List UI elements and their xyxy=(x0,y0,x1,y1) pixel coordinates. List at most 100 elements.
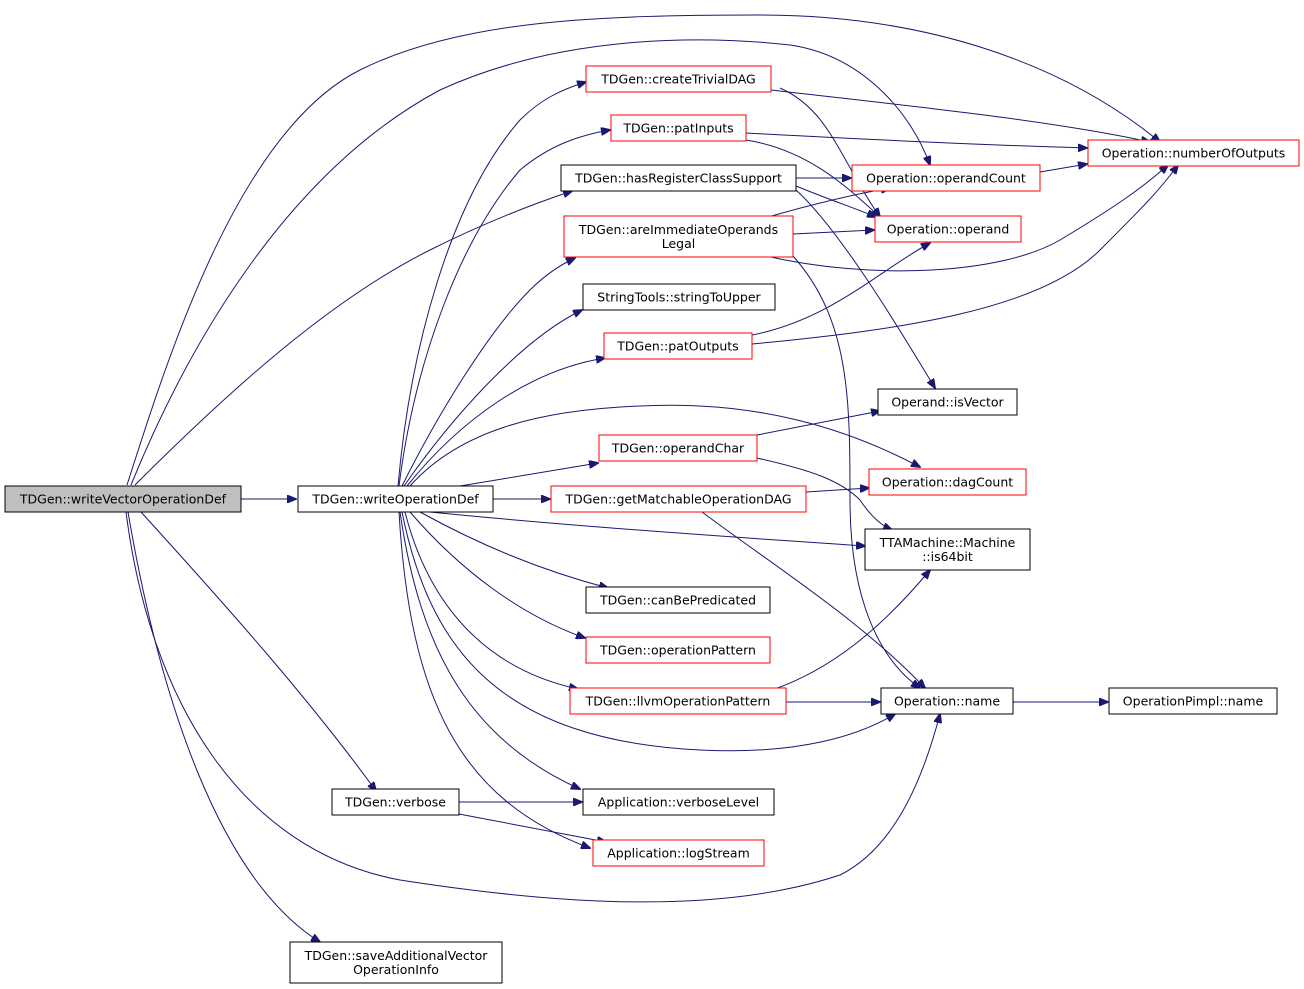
node-label: Application::logStream xyxy=(607,846,750,861)
edge-createtrivialdag-to-operand xyxy=(779,87,880,217)
node-label: TDGen::getMatchableOperationDAG xyxy=(564,492,791,507)
node-box xyxy=(569,687,787,715)
node-op-pimpl-name[interactable]: OperationPimpl::name xyxy=(1108,687,1278,715)
node-label: ::is64bit xyxy=(922,549,973,564)
edge-patinputs-to-operand xyxy=(745,139,880,217)
node-label: TDGen::hasRegisterClassSupport xyxy=(574,171,782,186)
edge-writevector-to-numberofoutputs xyxy=(126,14,1160,486)
node-number-of-outputs[interactable]: Operation::numberOfOutputs xyxy=(1087,139,1300,167)
node-log-stream[interactable]: Application::logStream xyxy=(592,839,765,867)
node-box xyxy=(851,164,1041,192)
edge-verbose-to-logstream xyxy=(458,813,606,842)
edge-writeop-to-operandchar xyxy=(459,463,598,487)
node-label: TDGen::areImmediateOperands xyxy=(578,222,778,237)
node-pat-inputs[interactable]: TDGen::patInputs xyxy=(610,114,747,142)
edge-writeop-to-dagcount xyxy=(409,404,920,487)
node-create-trivial-d-a-g[interactable]: TDGen::createTrivialDAG xyxy=(585,65,772,93)
edge-hasregister-to-operand xyxy=(795,185,876,217)
edge-operandchar-to-isvector xyxy=(756,411,880,436)
node-box xyxy=(582,788,775,816)
node-has-register-class-support[interactable]: TDGen::hasRegisterClassSupport xyxy=(560,164,797,192)
edge-writeop-to-is64bit xyxy=(429,511,865,546)
node-label: OperationPimpl::name xyxy=(1123,694,1264,709)
node-label: Operation::operand xyxy=(887,222,1010,237)
node-label: TDGen::llvmOperationPattern xyxy=(585,694,771,709)
node-box xyxy=(331,788,460,816)
node-box xyxy=(1087,139,1300,167)
edge-writevector-to-saveadditional xyxy=(127,511,320,942)
node-operand[interactable]: Operation::operand xyxy=(874,215,1022,243)
edge-writevector-to-opname xyxy=(125,511,940,903)
node-write-vector-operation-def[interactable]: TDGen::writeVectorOperationDef xyxy=(4,485,242,513)
node-box xyxy=(1108,687,1278,715)
node-string-to-upper[interactable]: StringTools::stringToUpper xyxy=(582,283,776,311)
edge-writeop-to-opname xyxy=(401,511,895,752)
node-label: TDGen::operandChar xyxy=(611,441,745,456)
node-box xyxy=(4,485,242,513)
node-label: Operation::name xyxy=(894,694,1000,709)
node-label: TDGen::patInputs xyxy=(622,121,733,136)
node-box xyxy=(592,839,765,867)
edge-writeop-to-createtrivialdag xyxy=(397,82,586,487)
edge-writevector-to-hasregisterclasssupport xyxy=(134,191,572,486)
edge-writeop-to-llvmoperationpattern xyxy=(404,511,578,689)
node-operand-count[interactable]: Operation::operandCount xyxy=(851,164,1041,192)
node-write-operation-def[interactable]: TDGen::writeOperationDef xyxy=(297,485,494,513)
node-label: Operand::isVector xyxy=(891,395,1004,410)
node-box xyxy=(289,941,503,984)
node-operation-pattern[interactable]: TDGen::operationPattern xyxy=(585,636,771,664)
node-box xyxy=(560,164,797,192)
node-label: OperationInfo xyxy=(353,962,439,977)
edge-getmatchable-to-dagcount xyxy=(805,488,869,492)
node-verbose-level[interactable]: Application::verboseLevel xyxy=(582,788,775,816)
edge-llvmpattern-to-is64bit xyxy=(771,570,930,691)
edge-writeop-to-operationpattern xyxy=(409,511,585,638)
edge-operandcount-to-numberofoutputs xyxy=(1039,164,1087,173)
node-get-matchable[interactable]: TDGen::getMatchableOperationDAG xyxy=(550,485,807,513)
node-label: StringTools::stringToUpper xyxy=(597,290,761,305)
edge-createtrivialdag-to-numberofoutputs xyxy=(770,89,1150,142)
node-label: TDGen::createTrivialDAG xyxy=(600,72,756,87)
node-label: TDGen::operationPattern xyxy=(599,643,756,658)
edge-patoutputs-to-operand xyxy=(751,243,930,336)
node-box xyxy=(582,283,776,311)
node-box xyxy=(880,687,1014,715)
node-label: Operation::numberOfOutputs xyxy=(1102,146,1286,161)
edge-writevector-to-verbose xyxy=(140,511,376,791)
node-can-be-predicated[interactable]: TDGen::canBePredicated xyxy=(585,586,771,614)
node-box xyxy=(610,114,747,142)
edge-getmatchable-to-opname xyxy=(701,511,925,688)
node-label: Application::verboseLevel xyxy=(598,795,759,810)
node-box xyxy=(864,528,1031,571)
edge-writeop-to-logstream xyxy=(398,511,590,848)
node-box xyxy=(603,332,753,360)
call-edges xyxy=(125,14,1178,942)
node-box xyxy=(585,65,772,93)
node-box xyxy=(598,434,758,462)
node-label: TDGen::verbose xyxy=(344,795,446,810)
node-operand-char[interactable]: TDGen::operandChar xyxy=(598,434,758,462)
node-box xyxy=(585,586,771,614)
call-graph-nodes: TDGen::writeVectorOperationDef TDGen::wri… xyxy=(4,65,1300,984)
node-box xyxy=(585,636,771,664)
edge-writeop-to-areimmediate xyxy=(401,258,575,487)
node-box xyxy=(297,485,494,513)
edge-writevector-to-operandcount xyxy=(130,39,930,486)
node-label: TTAMachine::Machine xyxy=(879,535,1016,550)
node-label: Operation::dagCount xyxy=(882,475,1013,490)
node-pat-outputs[interactable]: TDGen::patOutputs xyxy=(603,332,753,360)
node-llvm-operation-pattern[interactable]: TDGen::llvmOperationPattern xyxy=(569,687,787,715)
node-dag-count[interactable]: Operation::dagCount xyxy=(868,468,1027,496)
edge-writeop-to-patoutputs xyxy=(406,358,605,487)
node-label: TDGen::writeOperationDef xyxy=(311,492,479,507)
node-op-name[interactable]: Operation::name xyxy=(880,687,1014,715)
node-is64bit[interactable]: TTAMachine::Machine::is64bit xyxy=(864,528,1031,571)
node-is-vector[interactable]: Operand::isVector xyxy=(877,388,1018,416)
node-label: TDGen::patOutputs xyxy=(616,339,738,354)
edge-areimmediate-to-operandcount xyxy=(767,188,890,218)
node-verbose[interactable]: TDGen::verbose xyxy=(331,788,460,816)
edge-operandchar-to-is64bit xyxy=(756,457,892,530)
